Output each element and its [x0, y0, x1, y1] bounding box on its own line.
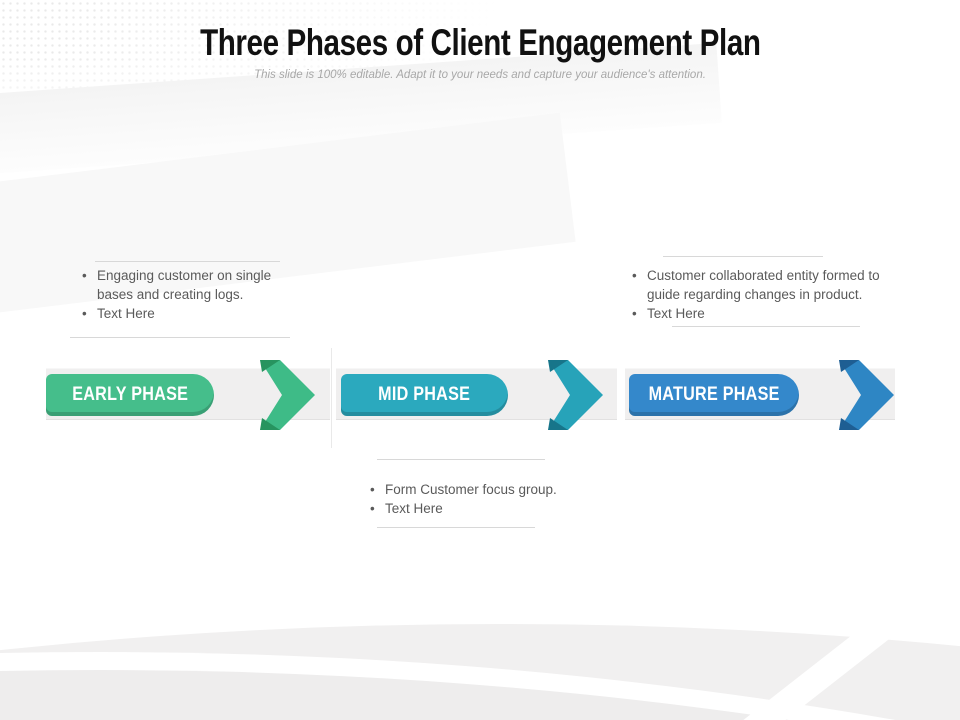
bullet-icon: •	[370, 482, 375, 497]
page-title: Three Phases of Client Engagement Plan	[0, 22, 960, 63]
mature-chevron-icon	[839, 360, 894, 430]
mid-phase-label: MID PHASE	[378, 384, 471, 405]
bullet-icon: •	[82, 268, 87, 283]
bullet-icon: •	[82, 306, 87, 321]
divider-mid-bottom	[377, 527, 535, 528]
slide-header: Three Phases of Client Engagement Plan T…	[0, 22, 960, 81]
chevron-fold-bottom	[260, 418, 280, 430]
bullet-icon: •	[632, 268, 637, 283]
early-chevron-icon	[260, 360, 315, 430]
divider-mature-top	[663, 256, 823, 257]
chevron-fold-top	[260, 360, 280, 372]
bullet-text: Text Here	[97, 306, 155, 321]
chevron-body	[839, 360, 894, 430]
mature-phase-notes: • Customer collaborated entity formed to…	[632, 266, 900, 323]
divider-vertical	[331, 348, 332, 448]
list-item: • Engaging customer on single bases and …	[82, 266, 302, 304]
list-item: • Text Here	[370, 499, 610, 518]
bullet-text: Engaging customer on single bases and cr…	[97, 268, 272, 302]
mid-phase-pill: MID PHASE	[341, 374, 508, 416]
slide-subtitle: This slide is 100% editable. Adapt it to…	[254, 68, 706, 81]
early-phase-label: EARLY PHASE	[72, 384, 188, 405]
chevron-fold-top	[548, 360, 568, 372]
mid-phase-notes: • Form Customer focus group. • Text Here	[370, 480, 610, 518]
divider-early-bottom	[70, 337, 290, 338]
divider-mid-top	[377, 459, 545, 460]
early-phase-notes: • Engaging customer on single bases and …	[82, 266, 302, 323]
bullet-text: Customer collaborated entity formed to g…	[647, 268, 880, 302]
bullet-icon: •	[370, 501, 375, 516]
mature-phase-pill: MATURE PHASE	[629, 374, 799, 416]
early-phase-pill: EARLY PHASE	[46, 374, 214, 416]
chevron-fold-top	[839, 360, 859, 372]
bullet-text: Text Here	[647, 306, 705, 321]
chevron-fold-bottom	[548, 418, 568, 430]
mature-phase-label: MATURE PHASE	[648, 384, 780, 405]
bullet-text: Form Customer focus group.	[385, 482, 557, 497]
chevron-body	[260, 360, 315, 430]
chevron-body	[548, 360, 603, 430]
chevron-fold-bottom	[839, 418, 859, 430]
bullet-icon: •	[632, 306, 637, 321]
list-item: • Customer collaborated entity formed to…	[632, 266, 900, 304]
page-title-text: Three Phases of Client Engagement Plan	[199, 22, 761, 63]
bullet-text: Text Here	[385, 501, 443, 516]
list-item: • Text Here	[82, 304, 302, 323]
divider-early-top	[95, 261, 280, 262]
mid-chevron-icon	[548, 360, 603, 430]
divider-mature-bottom	[672, 326, 860, 327]
list-item: • Form Customer focus group.	[370, 480, 610, 499]
list-item: • Text Here	[632, 304, 900, 323]
